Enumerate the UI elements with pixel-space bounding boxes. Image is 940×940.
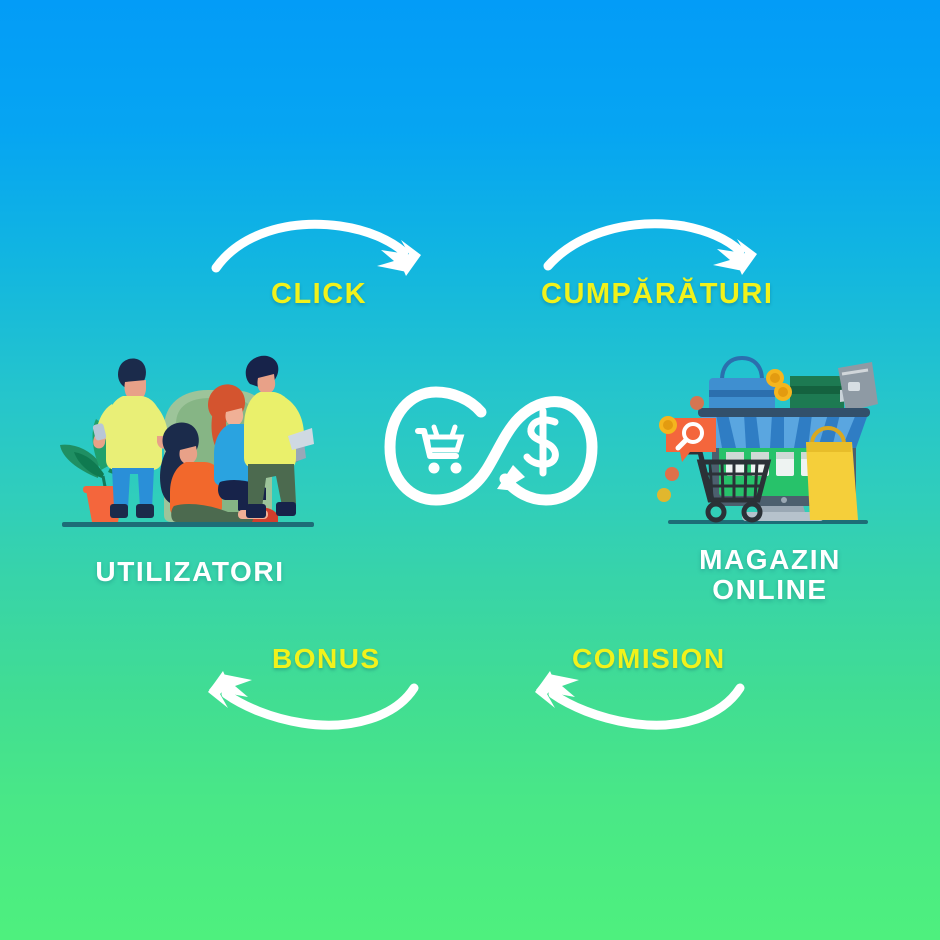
arrow-label-comision: COMISION — [572, 643, 726, 674]
arrow-bonus — [208, 671, 419, 730]
arrow-label-bonus: BONUS — [272, 643, 381, 674]
magnifier-badge — [666, 418, 716, 462]
arrow-label-cumparaturi: CUMPĂRĂTURI — [541, 278, 774, 310]
node-caption-shop-line2: ONLINE — [712, 574, 828, 606]
arrow-comision — [535, 671, 745, 730]
node-caption-users: UTILIZATORI — [95, 556, 285, 587]
credit-card-icon — [838, 362, 878, 412]
person-standing-right — [244, 355, 314, 518]
arrow-label-click: CLICK — [271, 278, 368, 310]
node-caption-shop: MAGAZIN ONLINE — [655, 544, 885, 606]
shopping-cart-graphic — [685, 449, 772, 523]
person-standing-left — [92, 358, 169, 518]
arrow-click — [211, 219, 421, 276]
coins-icon — [766, 369, 792, 401]
node-caption-shop-line1: MAGAZIN — [699, 544, 841, 575]
shopping-cart-icon — [415, 424, 465, 474]
dollar-sign-icon — [523, 407, 559, 477]
ground-line — [62, 522, 314, 527]
handbag-icon — [709, 355, 775, 414]
arrow-cumparaturi — [543, 219, 757, 275]
shopping-bag-icon — [806, 425, 858, 520]
infinity-cart-dollar-icon — [384, 386, 598, 506]
awning — [698, 408, 870, 448]
floating-coins — [657, 396, 704, 502]
